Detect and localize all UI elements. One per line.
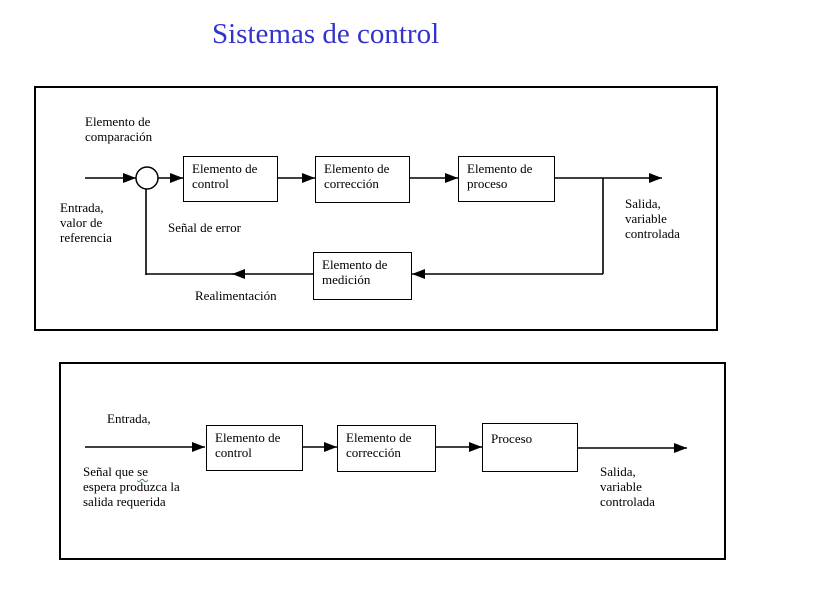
input-description-grammar-underlined-word: se <box>137 464 148 479</box>
node-top-correction: Elemento de corrección <box>315 156 410 203</box>
bottom-input-label: Entrada, <box>107 411 151 426</box>
top-diagram-connectors <box>85 166 662 279</box>
slide-title: Sistemas de control <box>212 18 440 50</box>
bottom-diagram-connectors <box>85 442 687 453</box>
node-bottom-process: Proceso <box>482 423 578 472</box>
top-diagram-frame <box>34 86 718 331</box>
bottom-output-label: Salida, variable controlada <box>600 464 655 509</box>
input-description-line3: salida requerida <box>83 494 166 509</box>
input-description-part1: Señal que <box>83 464 138 479</box>
node-top-measurement: Elemento de medición <box>313 252 412 300</box>
comparison-element-label: Elemento de comparación <box>85 114 153 144</box>
node-top-control: Elemento de control <box>183 156 278 202</box>
error-signal-label: Señal de error <box>168 220 241 235</box>
node-bottom-control: Elemento de control <box>206 425 303 471</box>
summing-junction-circle <box>135 166 159 190</box>
input-description-line2: espera produzca la <box>83 479 180 494</box>
input-description-line1: Señal que se <box>83 464 180 479</box>
node-bottom-correction: Elemento de corrección <box>337 425 436 472</box>
top-output-label: Salida, variable controlada <box>625 196 680 241</box>
bottom-input-description-label: Señal que se espera produzca la salida r… <box>83 464 180 509</box>
feedback-label: Realimentación <box>195 288 277 303</box>
node-top-process: Elemento de proceso <box>458 156 555 202</box>
top-input-label: Entrada, valor de referencia <box>60 200 112 245</box>
bottom-diagram-frame <box>59 362 726 560</box>
